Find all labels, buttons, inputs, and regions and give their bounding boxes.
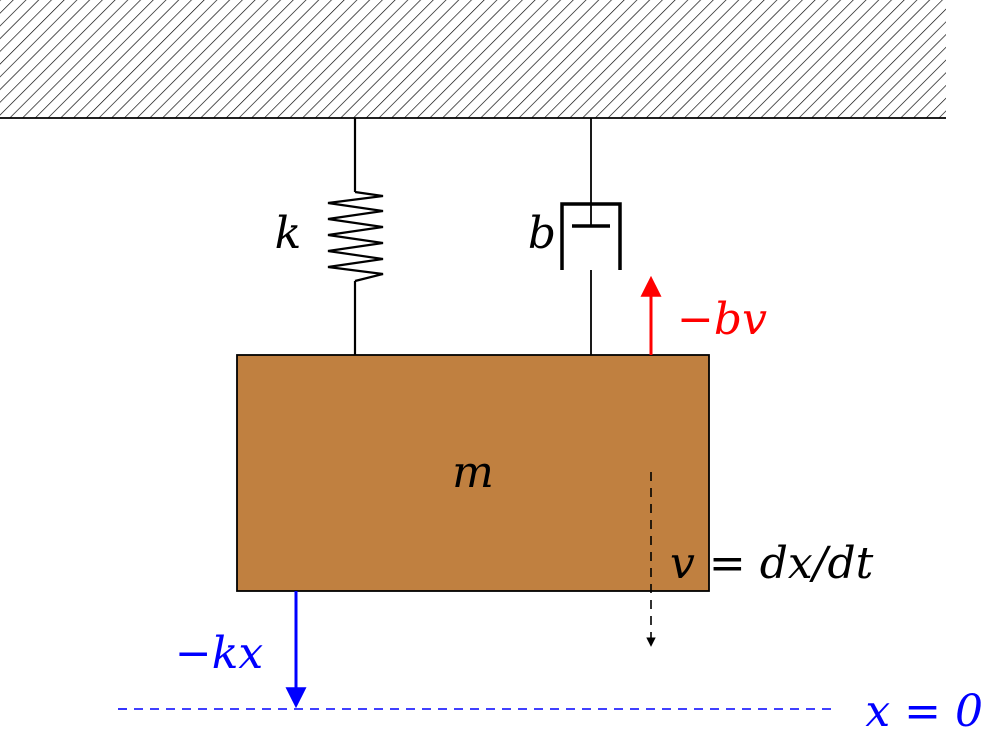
velocity-label: v = dx/dt [670,538,874,589]
mass-block [236,354,710,592]
spring-constant-label: k [275,208,302,259]
damping-coefficient-label: b [528,208,556,259]
equilibrium-label: x = 0 [865,686,983,730]
ceiling-hatch [0,0,946,118]
mass-label: m [452,447,494,498]
damping-force-label: −bv [677,294,767,345]
damper [560,118,622,355]
spring [327,118,384,355]
spring-force-label: −kx [175,628,264,679]
